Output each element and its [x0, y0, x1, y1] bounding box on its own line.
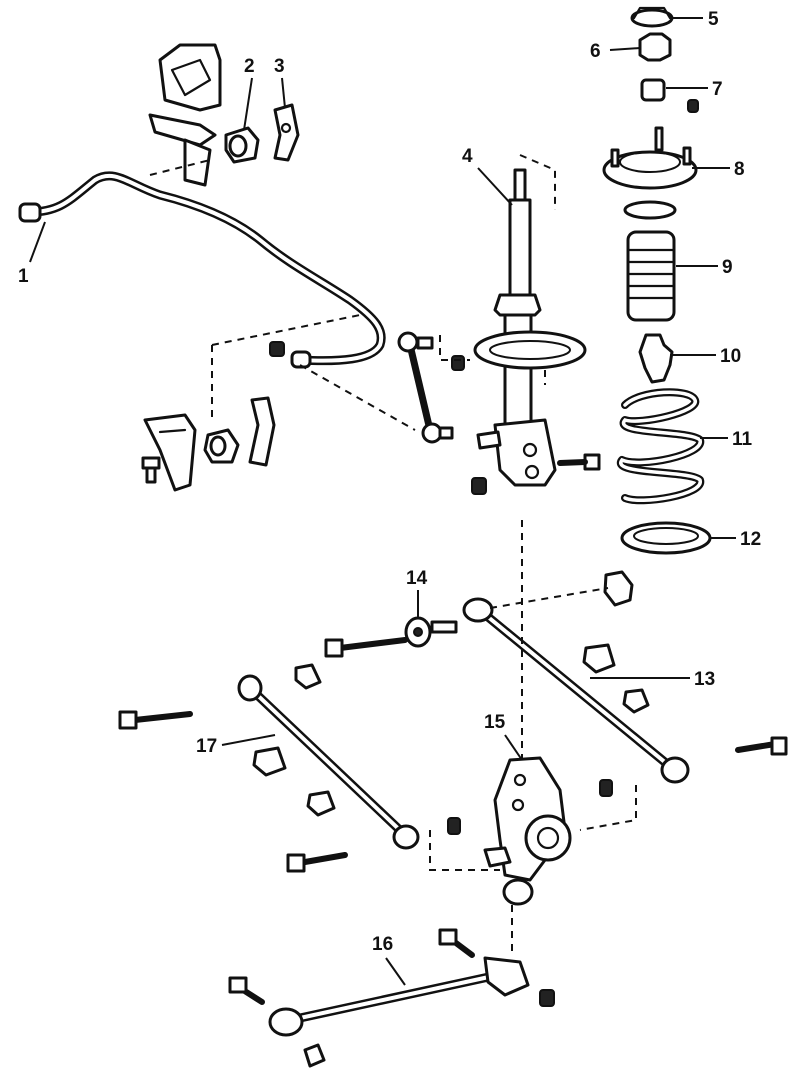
- cap-5: [630, 6, 674, 28]
- knuckle-bolt: [557, 453, 601, 471]
- support-8: [602, 126, 698, 190]
- adjusting-cam-14: [404, 616, 432, 648]
- callout-17: 17: [196, 736, 217, 757]
- lower-bushing-clamp: [248, 396, 276, 467]
- bump-stop-10: [638, 333, 674, 384]
- spring-seat-12: [620, 521, 712, 555]
- coil-spring-11: [616, 388, 705, 505]
- callout-7: 7: [712, 79, 723, 100]
- callout-5: 5: [708, 9, 719, 30]
- shock-absorber: [473, 168, 587, 487]
- seat-upper: [623, 200, 677, 220]
- cam-bolt: [324, 620, 458, 658]
- knuckle-nut: [471, 477, 487, 495]
- callout-3: 3: [274, 56, 285, 77]
- arm-bolts: [118, 710, 788, 873]
- strut-rod-16: [268, 956, 530, 1037]
- rear-axle-carrier-15: [483, 756, 572, 906]
- callout-1: 1: [18, 266, 29, 287]
- callout-labels: 1 2 3 4 5 6 7 8 9 10 11 12 13 14 15 16 1…: [18, 9, 761, 955]
- upper-bar-bracket: [148, 43, 222, 187]
- callout-2: 2: [244, 56, 255, 77]
- callout-12: 12: [740, 529, 761, 550]
- callout-4: 4: [462, 146, 473, 167]
- leader-lines: [29, 17, 736, 986]
- callout-16: 16: [372, 934, 393, 955]
- bushing-7: [640, 78, 699, 113]
- callout-9: 9: [722, 257, 733, 278]
- lower-bar-bushing: [203, 428, 240, 464]
- front-lower-arm-17: [237, 674, 420, 850]
- callout-13: 13: [694, 669, 715, 690]
- bracket-bolt: [141, 456, 161, 484]
- nut-6: [638, 32, 672, 62]
- arm-bushings: [252, 570, 650, 835]
- rear-lower-arm-13: [462, 597, 690, 784]
- lower-bar-bracket: [143, 413, 197, 492]
- strut-rod-fasteners: [228, 928, 555, 1068]
- callout-6: 6: [590, 41, 601, 62]
- stabilizer-link: [397, 331, 454, 444]
- callout-8: 8: [734, 159, 745, 180]
- upper-bushing-clamp: [273, 103, 300, 162]
- upper-bar-bushing: [224, 126, 260, 164]
- callout-11: 11: [732, 429, 753, 450]
- callout-10: 10: [720, 346, 741, 367]
- callout-15: 15: [484, 712, 506, 733]
- callout-14: 14: [406, 568, 428, 589]
- assembly-lines: [149, 154, 637, 955]
- stabilizer-bar: [18, 171, 386, 369]
- dust-boot-9: [626, 230, 676, 322]
